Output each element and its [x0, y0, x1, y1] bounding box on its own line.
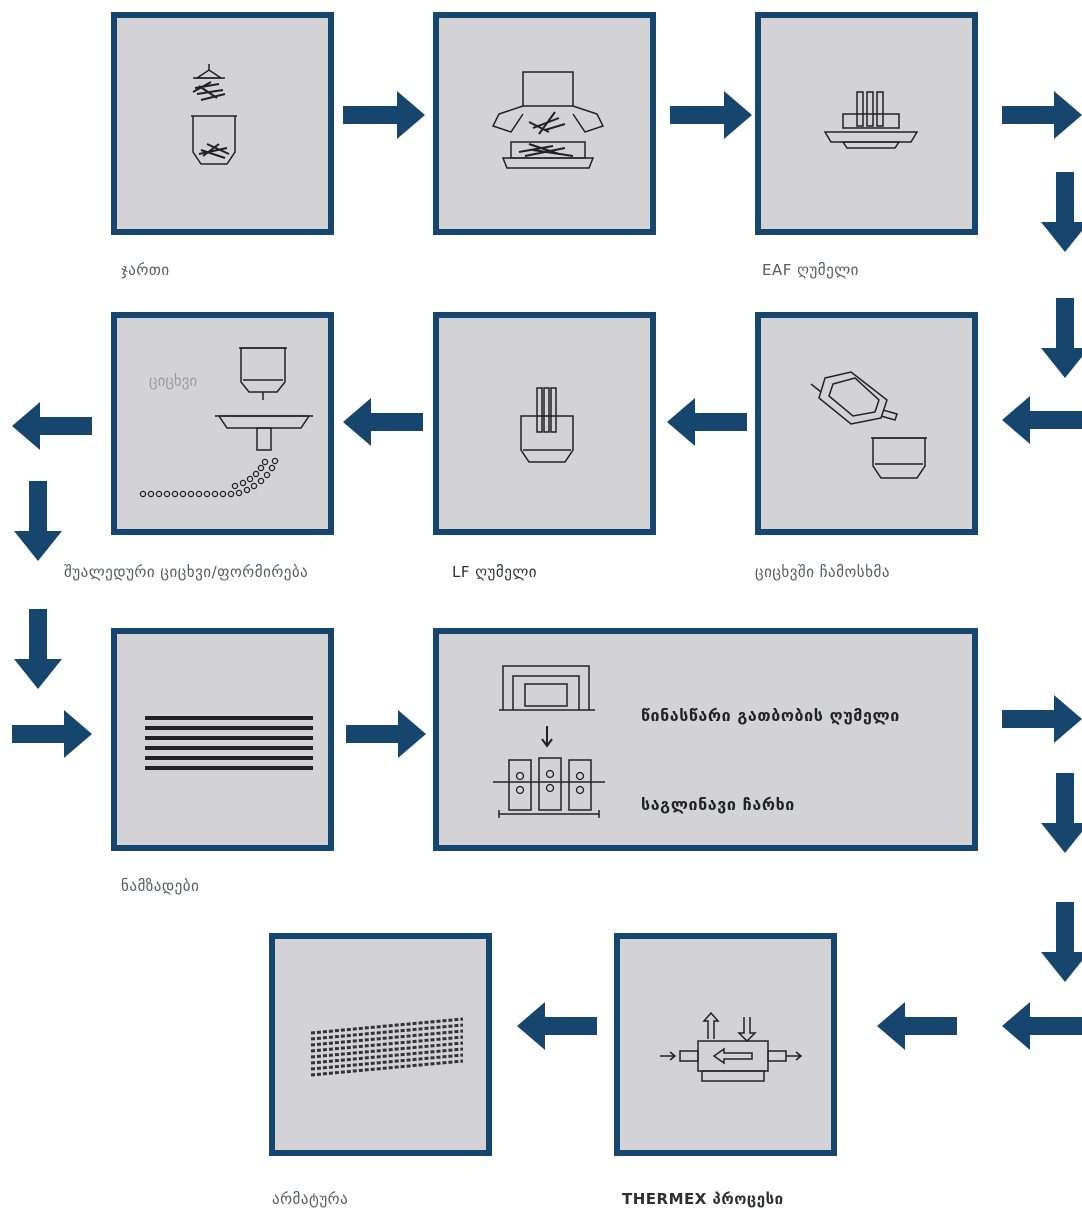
step-rebar-label: არმატურა	[272, 1190, 349, 1208]
rolling-mill-icon	[493, 756, 605, 822]
step-scrap-box	[111, 12, 334, 235]
scrap-charging-icon	[489, 72, 605, 176]
flow-arrow-left	[877, 1002, 957, 1050]
step-rolling-box: წინასწარი გათბობის ღუმელი საგლინავი ჩარხ…	[433, 628, 978, 851]
step-tapping-label: ციცხვში ჩამოსხმა	[755, 563, 890, 581]
step-tapping-box	[755, 312, 978, 535]
flow-arrow-left	[517, 1002, 597, 1050]
flow-arrow-right	[343, 91, 425, 139]
step-scrap-label: ჯართი	[121, 261, 170, 279]
step-casting-box: ციცხვი	[111, 312, 334, 535]
step-lf-box	[433, 312, 656, 535]
step-casting-label: შუალედური ციცხვი/ფორმირება	[64, 563, 309, 581]
thermex-process-icon	[658, 1013, 802, 1085]
rolling-mill-label: საგლინავი ჩარხი	[641, 795, 795, 814]
reheating-furnace-icon	[499, 660, 595, 716]
step-eaf-box	[755, 12, 978, 235]
flow-arrow-left	[343, 398, 423, 446]
ladle-furnace-icon	[519, 388, 575, 466]
continuous-casting-icon	[135, 344, 331, 514]
flow-arrow-down	[14, 481, 62, 561]
flow-arrow-right	[12, 710, 92, 758]
step-eaf-label: EAF ღუმელი	[762, 261, 859, 279]
step-thermex-box	[614, 933, 837, 1156]
electric-arc-furnace-icon	[823, 92, 919, 150]
flow-arrow-left	[1002, 396, 1082, 444]
flow-arrow-down	[1041, 298, 1082, 378]
flow-arrow-down	[1041, 172, 1082, 252]
flow-arrow-down	[1041, 902, 1082, 982]
flow-arrow-right	[1002, 695, 1082, 743]
scrap-loading-icon	[189, 64, 259, 174]
billets-icon	[145, 716, 313, 770]
rebar-bundle-icon	[309, 1013, 465, 1085]
tundish-ghost-text: ციცხვი	[149, 372, 198, 390]
flow-arrow-right	[670, 91, 752, 139]
step-charging-box	[433, 12, 656, 235]
step-rebar-box	[269, 933, 492, 1156]
step-lf-label: LF ღუმელი	[452, 563, 538, 581]
flow-arrow-down	[1041, 773, 1082, 853]
flow-arrow-left	[12, 402, 92, 450]
flow-arrow-down	[14, 609, 62, 689]
down-arrow-icon	[540, 726, 554, 748]
flow-arrow-left	[1002, 1002, 1082, 1050]
flow-arrow-right	[1002, 91, 1082, 139]
flow-arrow-right	[346, 710, 426, 758]
flow-arrow-left	[667, 398, 747, 446]
step-thermex-label: THERMEX პროცესი	[622, 1190, 784, 1208]
step-billets-label: ნამზადები	[121, 877, 200, 895]
step-billets-box	[111, 628, 334, 851]
reheating-furnace-label: წინასწარი გათბობის ღუმელი	[641, 706, 900, 725]
ladle-tapping-icon	[811, 370, 927, 484]
